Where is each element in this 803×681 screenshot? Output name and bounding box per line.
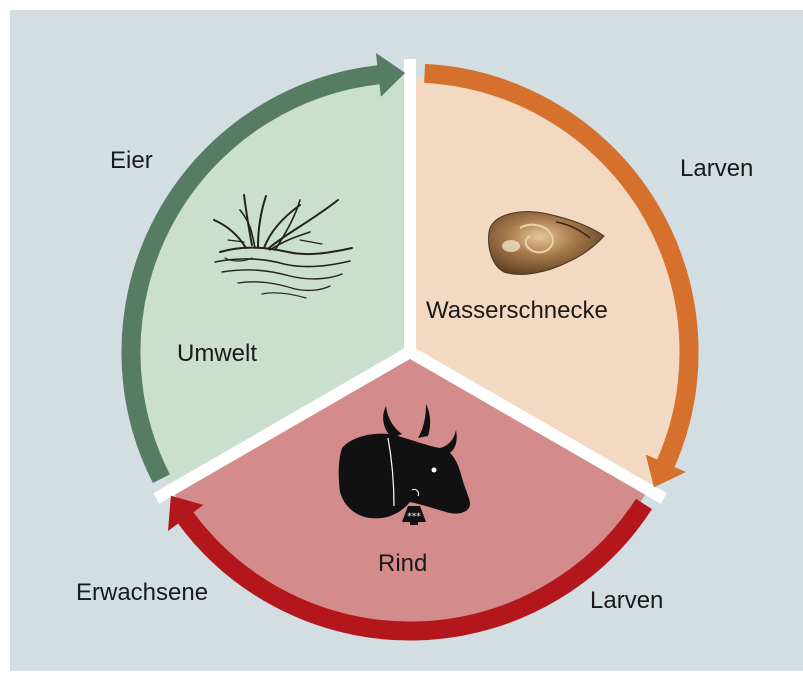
svg-text:***: *** — [407, 512, 421, 522]
stage-label-larven-top: Larven — [680, 155, 753, 182]
stage-label-larven-bottom: Larven — [590, 587, 663, 614]
segment-label-umwelt: Umwelt — [177, 340, 257, 367]
segment-label-rind: Rind — [378, 550, 427, 577]
stage-label-erwachsene: Erwachsene — [76, 579, 208, 606]
segment-label-snail: Wasserschnecke — [426, 297, 608, 324]
stage-label-eier: Eier — [110, 147, 153, 174]
